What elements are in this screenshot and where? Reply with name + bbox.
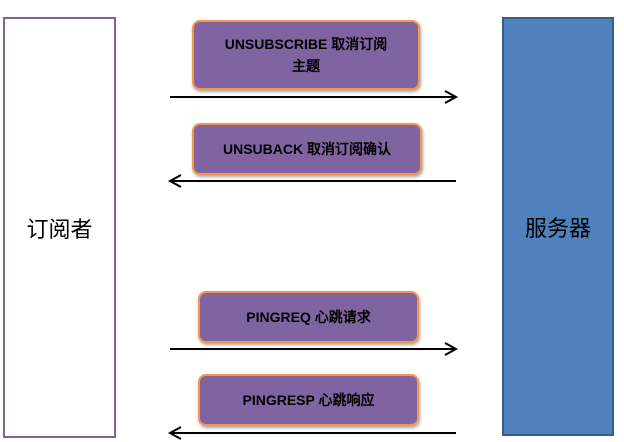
arrow-head-right-icon (444, 90, 459, 104)
arrow-unsuback (167, 174, 456, 188)
server-box: 服务器 (502, 17, 614, 436)
message-unsuback-box: UNSUBACK 取消订阅确认 (192, 123, 422, 175)
message-pingresp-label: PINGRESP 心跳响应 (242, 392, 375, 408)
arrow-unsubscribe (170, 90, 459, 104)
server-label: 服务器 (524, 215, 591, 241)
arrow-pingresp (167, 426, 456, 440)
message-unsuback-label: UNSUBACK 取消订阅确认 (223, 141, 391, 157)
subscriber-box: 订阅者 (3, 17, 116, 438)
arrow-head-left-icon (167, 174, 182, 188)
arrow-head-left-icon (167, 426, 182, 440)
message-unsubscribe-box: UNSUBSCRIBE 取消订阅 主题 (192, 20, 420, 90)
message-pingresp-box: PINGRESP 心跳响应 (198, 374, 419, 426)
arrow-head-right-icon (444, 342, 459, 356)
subscriber-label: 订阅者 (26, 216, 93, 242)
message-pingreq-label: PINGREQ 心跳请求 (246, 309, 371, 325)
message-pingreq-box: PINGREQ 心跳请求 (198, 291, 419, 343)
arrow-pingreq (170, 342, 459, 356)
message-unsubscribe-label: UNSUBSCRIBE 取消订阅 主题 (224, 36, 388, 74)
